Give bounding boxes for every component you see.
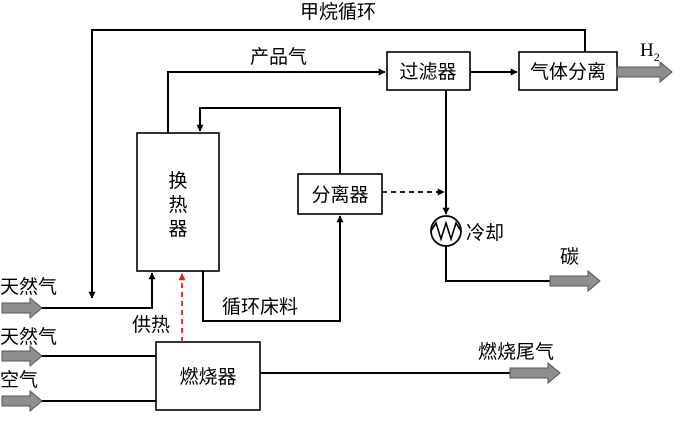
- separator-label: 分离器: [311, 184, 368, 206]
- circulating-bed-label: 循环床料: [222, 296, 298, 318]
- natural-gas-1-label: 天然气: [0, 276, 57, 298]
- heat-exchanger-label-1: 换: [168, 170, 187, 192]
- h2-output-arrow: [616, 60, 673, 84]
- circulating-bed-line: [202, 215, 344, 322]
- natural-gas-2-input-arrow: [1, 344, 43, 368]
- filter-node: 过滤器: [386, 51, 471, 91]
- carbon-output-arrow: [549, 269, 601, 293]
- h2-label: H2: [640, 40, 660, 64]
- heat-exchanger-label-2: 热: [168, 194, 187, 216]
- heat-exchanger-label-3: 器: [168, 218, 187, 240]
- natural-gas-1-input-arrow: [1, 296, 43, 320]
- burner-node: 燃烧器: [155, 341, 261, 411]
- air-input-arrow: [1, 389, 43, 413]
- flue-gas-label: 燃烧尾气: [478, 341, 554, 363]
- product-gas-line: [167, 68, 386, 133]
- flue-gas-output-arrow: [509, 361, 561, 385]
- separator-to-heat-exchanger-line: [196, 107, 341, 174]
- separator-node: 分离器: [297, 173, 383, 215]
- cooling-label: 冷却: [466, 222, 504, 244]
- gas-separation-node: 气体分离: [518, 51, 618, 91]
- natural-gas-2-label: 天然气: [0, 326, 57, 348]
- carbon-label: 碳: [560, 246, 579, 268]
- cooler-to-carbon-line: [445, 246, 550, 282]
- heat-supply-label: 供热: [132, 314, 170, 336]
- heat-exchanger-node: 换 热 器: [136, 132, 220, 272]
- burner-label: 燃烧器: [179, 366, 236, 388]
- gas-separation-label: 气体分离: [530, 61, 606, 83]
- methane-recycle-label: 甲烷循环: [300, 1, 376, 23]
- filter-label: 过滤器: [399, 61, 456, 83]
- air-label: 空气: [0, 369, 38, 391]
- product-gas-label: 产品气: [250, 46, 307, 68]
- methane-recycle-line: [88, 29, 586, 299]
- cooler-heat-exchanger-icon: [430, 215, 462, 247]
- natural-gas-1-line: [42, 272, 156, 309]
